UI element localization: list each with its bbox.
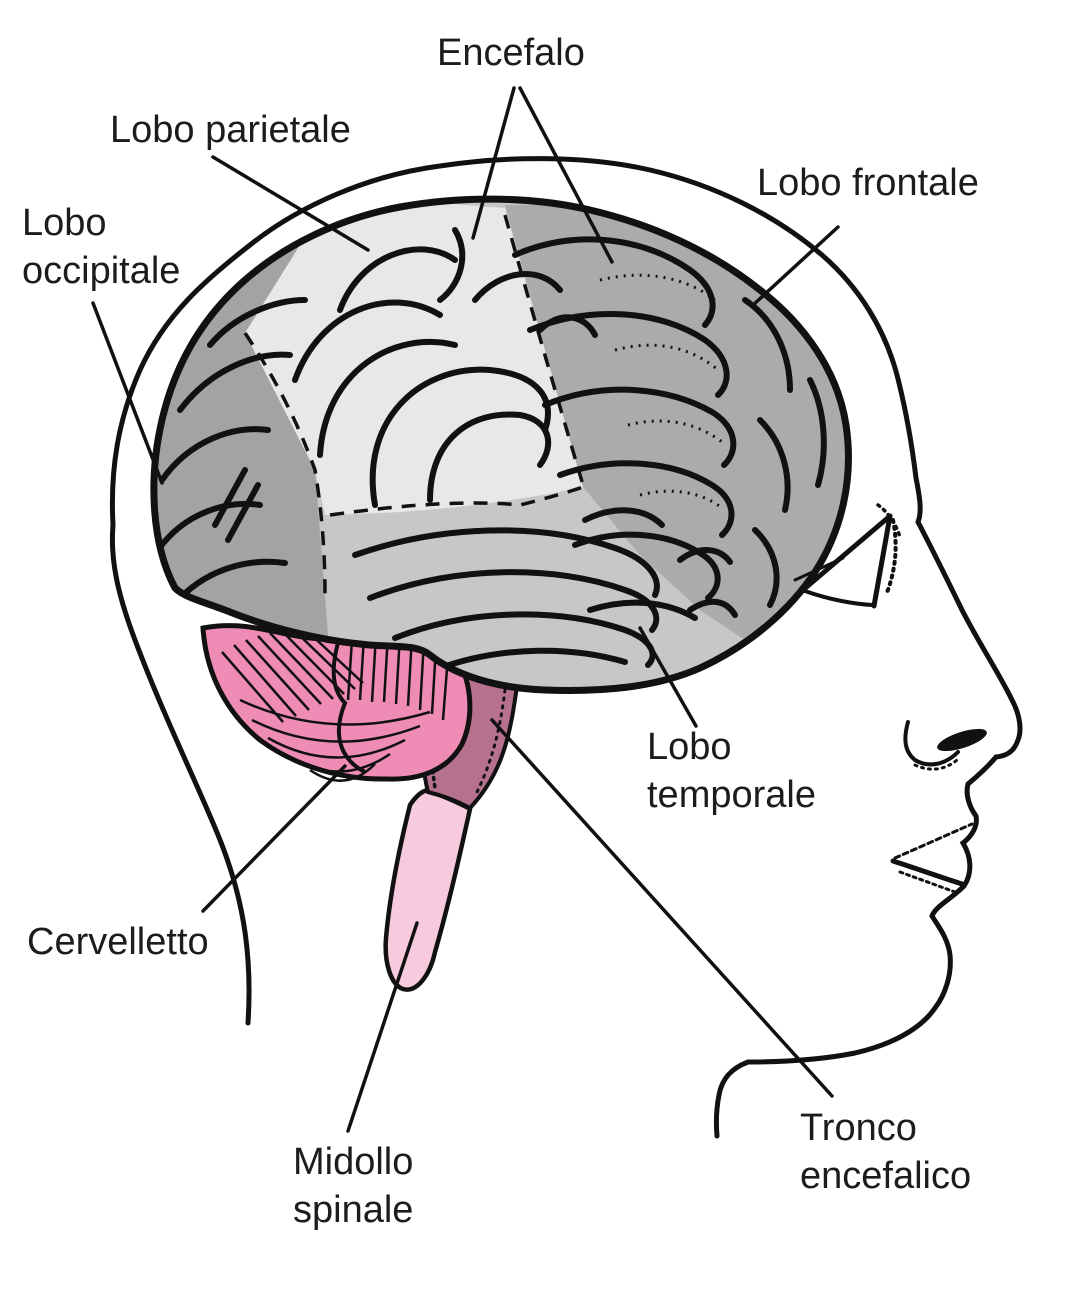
brainstem-stipple-right (474, 688, 507, 796)
label-midollo-spinale: Midollo spinale (293, 1141, 414, 1231)
nose-wing (903, 720, 960, 767)
gyri-strokes (155, 227, 827, 671)
spinal-cord-shape (383, 787, 473, 992)
cerebrum-outline (150, 195, 852, 694)
label-cervelletto: Cervelletto (27, 921, 209, 963)
brow-stipple (876, 503, 902, 539)
lower-lip-stipple (898, 870, 957, 894)
head-profile-outline (109, 156, 1023, 1139)
occipital-boundary (243, 332, 327, 596)
eye-top-lid (800, 513, 893, 593)
leader-cervelletto (201, 764, 347, 913)
leader-lobo-occipitale (91, 301, 164, 485)
nose-wing-stipple (913, 758, 959, 771)
lobe-boundary-dashed-lines (243, 214, 585, 596)
leader-midollo-spinale (346, 921, 419, 1133)
nostril (937, 728, 987, 752)
label-encefalo: Encefalo (437, 32, 585, 74)
cerebellum-folia-bottom (239, 698, 431, 782)
frontal-parietal-boundary (503, 214, 585, 486)
gyri-stipple-texture (599, 273, 723, 510)
leader-encefalo-left (471, 86, 516, 240)
eye-bottom-lid (803, 589, 874, 607)
parietal-temporal-boundary (329, 485, 584, 517)
leader-tronco-encefalico (490, 718, 834, 1098)
label-lobo-temporale: Lobo temporale (647, 726, 816, 816)
mouth-line (890, 858, 965, 887)
leader-lobo-frontale (751, 225, 840, 307)
face-details (793, 503, 987, 894)
label-lobo-frontale: Lobo frontale (757, 162, 979, 204)
cerebellum-group (200, 623, 473, 782)
label-lobo-occipitale: Lobo occipitale (22, 202, 181, 292)
upper-lip-line (893, 822, 974, 860)
eye-inner-edge (871, 513, 893, 609)
eye-lash-line (793, 556, 845, 582)
cerebellum-lobe-boundary (331, 635, 366, 774)
label-lobo-parietale: Lobo parietale (110, 109, 351, 151)
leader-lobo-parietale (211, 155, 370, 252)
leader-lines (91, 86, 840, 1133)
leader-lobo-temporale (638, 626, 698, 728)
occipital-lobe-region (153, 245, 330, 660)
label-tronco-encefalico: Tronco encefalico (800, 1107, 972, 1197)
leader-encefalo-right (518, 86, 614, 264)
